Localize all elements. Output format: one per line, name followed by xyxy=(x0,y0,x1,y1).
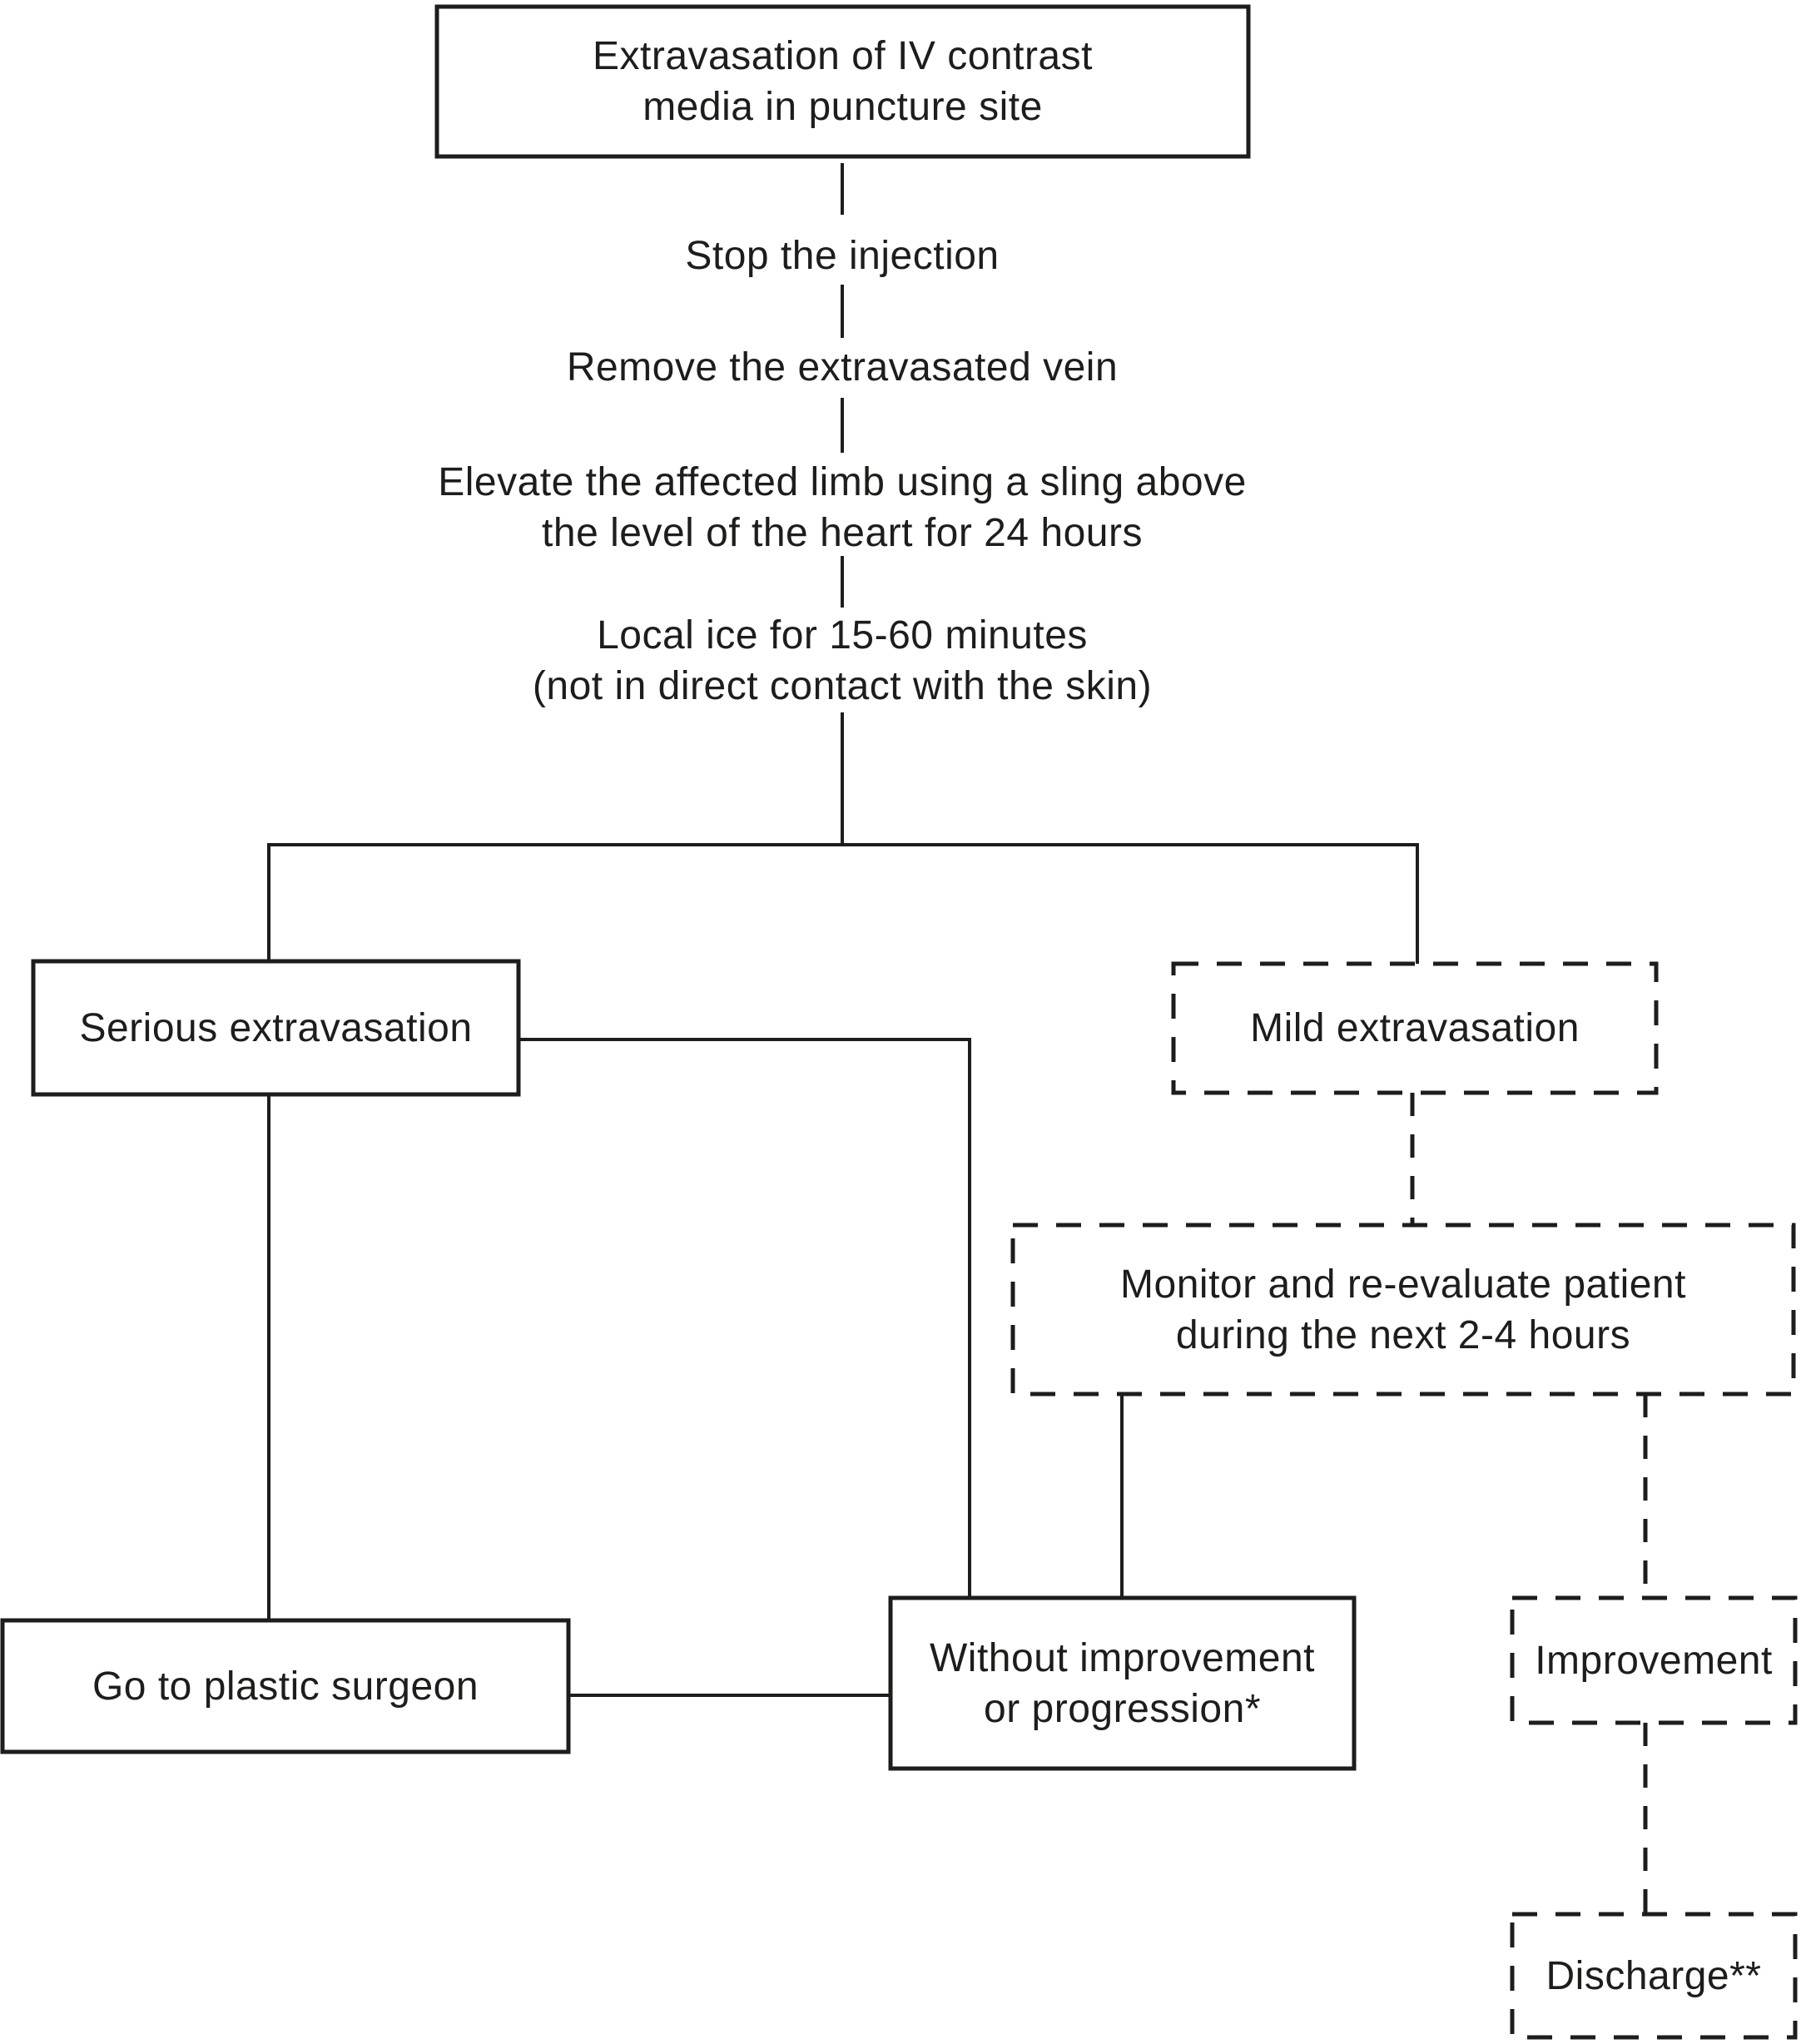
node-box-serious xyxy=(31,959,521,1097)
node-box-surgeon xyxy=(0,1618,571,1754)
node-box-mild xyxy=(1171,961,1659,1095)
step-label-local-ice: Local ice for 15-60 minutes (not in dire… xyxy=(532,613,1153,708)
step-label-remove-vein: Remove the extravasated vein xyxy=(566,345,1119,389)
node-label-without-improvement: Without improvement or progression* xyxy=(930,1635,1315,1731)
node-label-discharge: Discharge** xyxy=(1546,1953,1762,1998)
node-label-monitor: Monitor and re-evaluate patient during t… xyxy=(1120,1262,1686,1357)
node-label-serious: Serious extravasation xyxy=(79,1005,473,1050)
node-label-surgeon: Go to plastic surgeon xyxy=(92,1664,479,1709)
node-label-improvement: Improvement xyxy=(1535,1638,1773,1683)
step-label-elevate-limb: Elevate the affected limb using a sling … xyxy=(438,460,1247,555)
node-box-without xyxy=(888,1595,1357,1771)
node-label-start: Extravasation of IV contrast media in pu… xyxy=(593,34,1093,129)
node-box-improvement xyxy=(1510,1595,1798,1725)
node-box-monitor xyxy=(1010,1223,1796,1397)
node-box-start xyxy=(434,4,1251,159)
step-label-stop-injection: Stop the injection xyxy=(685,233,1000,278)
node-box-discharge xyxy=(1510,1912,1798,2040)
node-label-mild: Mild extravasation xyxy=(1250,1006,1580,1050)
